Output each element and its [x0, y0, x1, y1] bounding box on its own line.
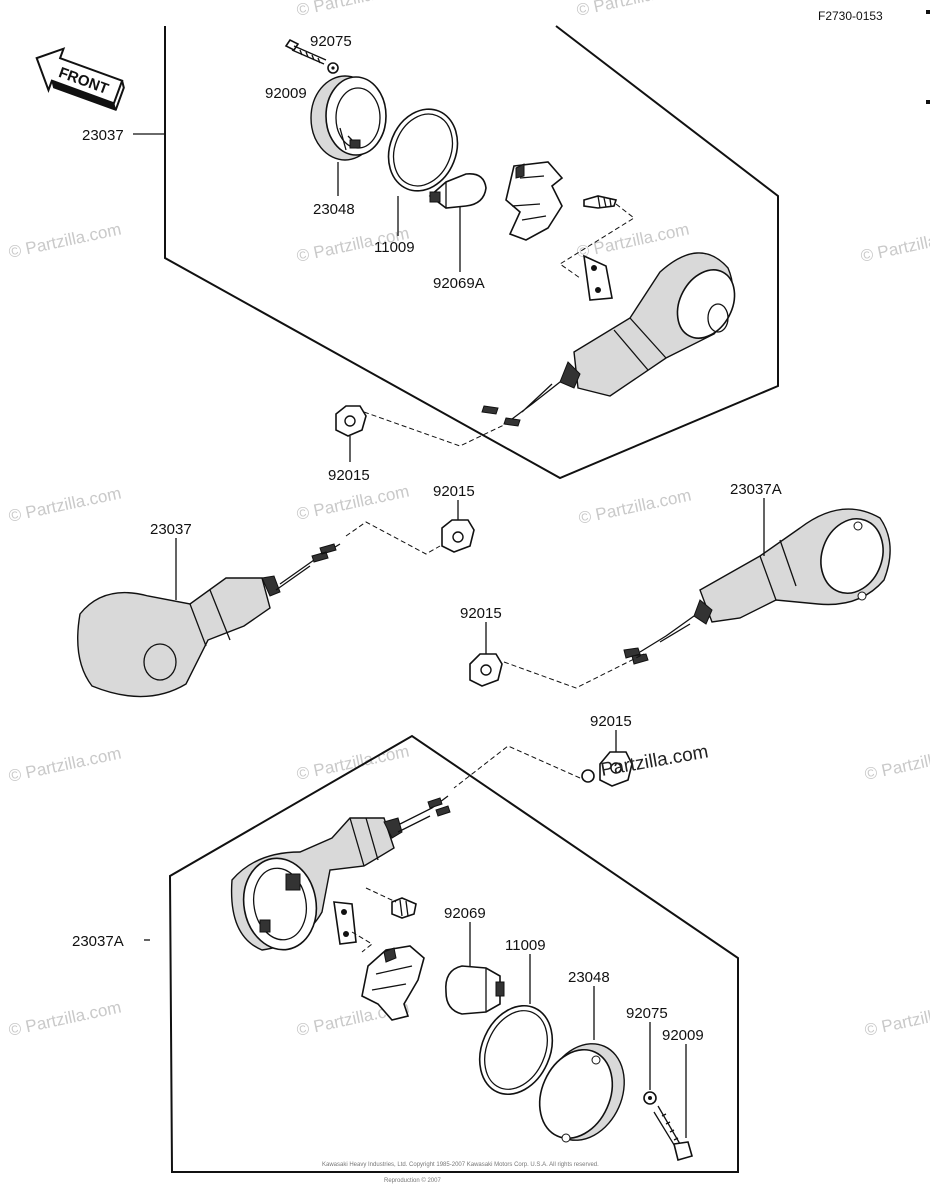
watermark: © Partzilla.com	[7, 998, 123, 1040]
clip-plate-bottom	[333, 901, 357, 945]
screw-small	[583, 195, 618, 209]
watermark: © Partzilla.com	[575, 0, 691, 20]
gasket-11009-bottom	[478, 1004, 554, 1096]
watermark: © Partzilla.com	[577, 486, 693, 528]
callout-11009: 11009	[505, 937, 546, 954]
callout-23048: 23048	[568, 969, 610, 986]
margin-tick	[926, 100, 930, 104]
lens-23048	[538, 1043, 625, 1143]
watermark: © Partzilla.com	[863, 998, 930, 1040]
diagram-code: F2730-0153	[818, 9, 883, 23]
callout-92075: 92075	[310, 33, 352, 50]
callout-23037: 23037	[150, 521, 192, 538]
screw-92009-bottom	[653, 1105, 693, 1161]
nut-92015-mid-a	[441, 500, 475, 553]
socket-bracket-bottom	[361, 945, 425, 1021]
turn-signal-23037A-right	[503, 498, 891, 689]
watermark: © Partzilla.com	[295, 482, 411, 524]
turn-signal-23037	[481, 252, 736, 427]
turn-signal-23037A-bottom	[230, 795, 451, 951]
bottom-frame	[168, 734, 739, 1173]
socket-bracket	[505, 161, 564, 241]
housing-23048	[310, 75, 387, 161]
gasket-11009	[387, 108, 459, 192]
watermark: © Partzilla.com	[863, 742, 930, 784]
watermark: © Partzilla.com	[7, 220, 123, 262]
bulb-92069	[445, 965, 505, 1015]
callout-92009: 92009	[662, 1027, 704, 1044]
callout-23037: 23037	[82, 127, 124, 144]
watermark: © Partzilla.com	[7, 484, 123, 526]
callout-23037A: 23037A	[730, 481, 782, 498]
top-frame	[164, 25, 779, 480]
front-arrow-icon: FRONT	[35, 47, 125, 112]
footer-copyright: Kawasaki Heavy Industries, Ltd. Copyrigh…	[322, 1162, 599, 1168]
bottom-assembly	[144, 734, 739, 1173]
footer-reproduction: Reproduction © 2007	[384, 1177, 441, 1184]
callout-11009: 11009	[374, 239, 415, 256]
assembly-line	[559, 203, 635, 279]
bulb-92069A	[428, 172, 487, 209]
callout-92015: 92015	[460, 605, 502, 622]
assembly-line	[351, 887, 397, 953]
nut-92015-mid-b	[469, 622, 503, 687]
callout-92015: 92015	[433, 483, 475, 500]
callout-92069: 92069	[444, 905, 486, 922]
watermark: © Partzilla.com	[295, 742, 411, 784]
clip-plate	[583, 254, 613, 301]
callouts: 92075 92009 23037 23048 11009 92069A 920…	[72, 33, 782, 1044]
nut-92015-bottom	[453, 730, 633, 789]
callout-92075: 92075	[626, 1005, 668, 1022]
watermark: © Partzilla.com	[295, 0, 411, 20]
callout-92015: 92015	[590, 713, 632, 730]
watermark: © Partzilla.com	[859, 224, 930, 266]
callout-92009: 92009	[265, 85, 307, 102]
callout-23048: 23048	[313, 201, 355, 218]
callout-92015: 92015	[328, 467, 370, 484]
screw-small-bottom	[391, 897, 417, 919]
watermark: © Partzilla.com	[7, 744, 123, 786]
top-assembly	[133, 25, 779, 480]
watermark: © Partzilla.com	[575, 220, 691, 262]
callout-23037A: 23037A	[72, 933, 124, 950]
callout-92069A: 92069A	[433, 275, 485, 292]
nut-92015-top	[335, 405, 367, 462]
screw-92009	[284, 38, 327, 65]
turn-signal-23037-left	[77, 521, 441, 698]
assembly-line	[363, 411, 507, 447]
margin-tick	[926, 10, 930, 14]
